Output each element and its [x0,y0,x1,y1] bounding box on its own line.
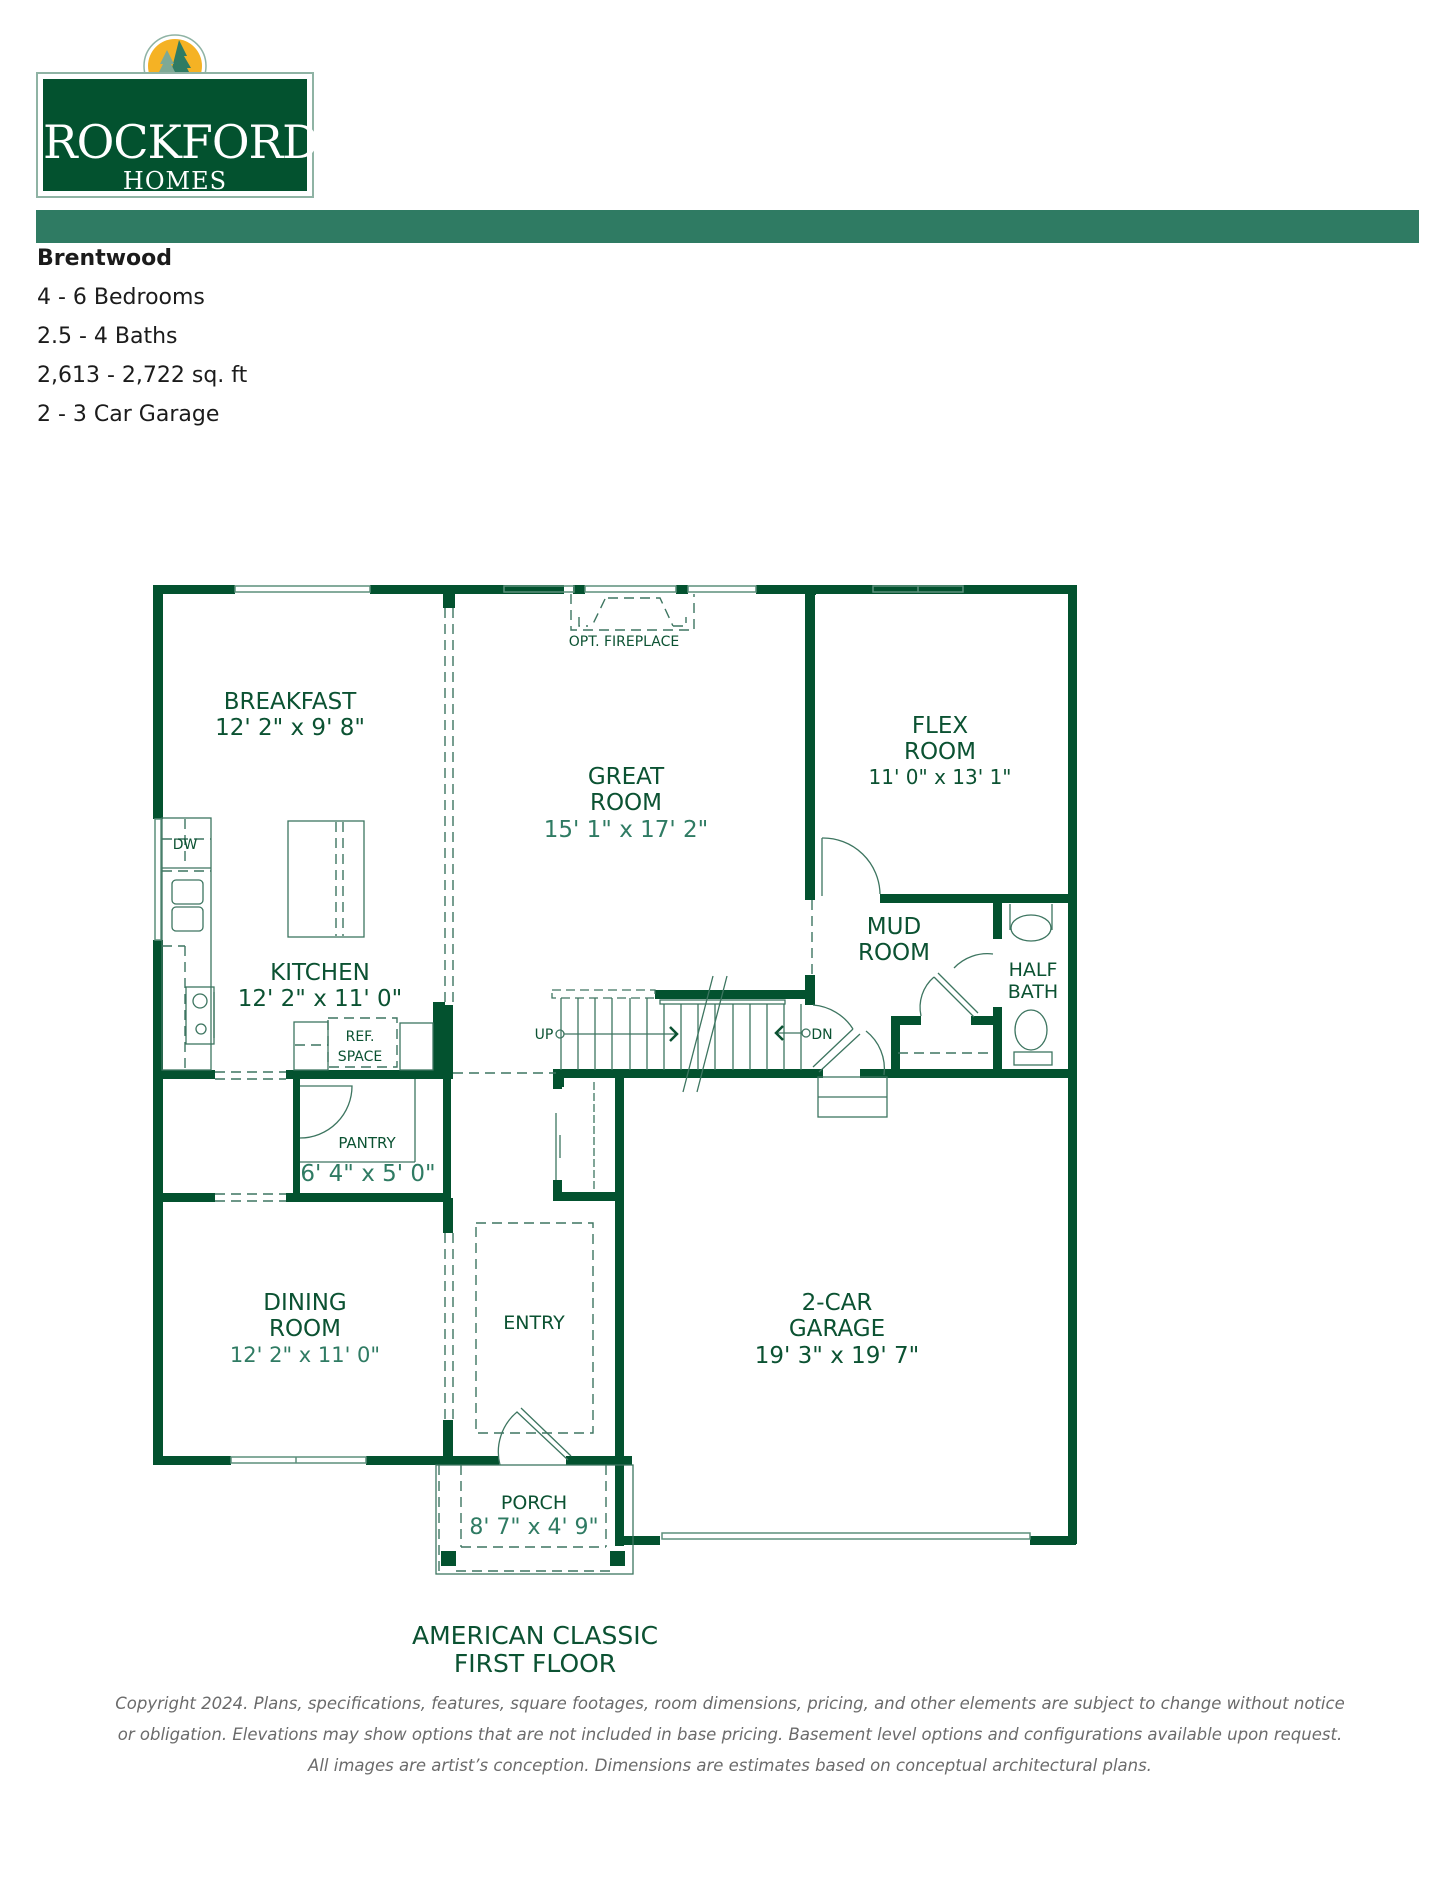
room-name: BREAKFAST [223,689,357,715]
room-dims: 15' 1" x 17' 2" [543,816,709,843]
plan-caption: AMERICAN CLASSIC FIRST FLOOR [412,1622,658,1678]
dashed-openings [162,594,991,1572]
ref-label-2: SPACE [337,1049,383,1065]
ref-label-1: REF. [345,1029,375,1045]
fixtures [161,817,1053,1575]
room-dims: 12' 2" x 11' 0" [237,986,403,1013]
room-name-2: BATH [1007,980,1059,1003]
model-name: Brentwood [37,246,173,271]
spec-list: Brentwood 4 - 6 Bedrooms 2.5 - 4 Baths 2… [37,244,247,439]
room-name-2: ROOM [268,1316,342,1343]
room-name: GREAT [587,764,665,790]
room-dims: 8' 7" x 4' 9" [469,1514,599,1540]
room-name-2: ROOM [589,790,663,817]
header-bar [36,210,1419,243]
room-half-bath: HALF BATH [1007,959,1059,1004]
pantry-label: PANTRY [338,1134,396,1152]
fireplace-label: OPT. FIREPLACE [568,634,680,650]
spec-garage: 2 - 3 Car Garage [37,402,220,427]
room-flex-room: FLEX ROOM 11' 0" x 13' 1" [868,713,1011,789]
logo-sub: HOMES [122,167,228,195]
stair-treads [560,998,802,1070]
room-name-2: GARAGE [788,1316,886,1343]
room-kitchen: KITCHEN 12' 2" x 11' 0" [238,960,402,1013]
room-breakfast: BREAKFAST 12' 2" x 9' 8" [215,689,365,742]
room-name: KITCHEN [270,960,370,986]
dishwasher-label: DW [172,837,198,853]
stairs-down-label: DN [811,1027,833,1043]
pantry-dims: 6' 4" x 5' 0" [300,1161,436,1187]
room-name-2: ROOM [903,739,977,766]
spec-sqft: 2,613 - 2,722 sq. ft [37,363,248,388]
room-dims: 12' 2" x 9' 8" [215,715,365,742]
room-entry: ENTRY [503,1312,565,1334]
logo-name: ROCKFORD [43,115,319,169]
room-dims: 19' 3" x 19' 7" [754,1342,920,1369]
ref-space-label: REF. SPACE [338,1027,382,1067]
walls [153,585,1077,1566]
copyright-disclaimer: Copyright 2024. Plans, specifications, f… [115,1694,1345,1775]
windows-doors [154,585,1031,1540]
spec-baths: 2.5 - 4 Baths [37,324,178,349]
caption-line-1: AMERICAN CLASSIC [411,1621,659,1650]
room-name: PORCH [500,1492,568,1514]
room-mud-room: MUD ROOM [858,914,930,967]
logo-box: ROCKFORD HOMES [36,72,319,198]
room-name: DINING [263,1290,347,1316]
room-name: 2-CAR [801,1290,873,1316]
caption-line-2: FIRST FLOOR [453,1649,617,1678]
room-name: HALF [1008,959,1058,981]
room-garage: 2-CAR GARAGE 19' 3" x 19' 7" [755,1290,919,1369]
room-dims: 11' 0" x 13' 1" [868,764,1012,789]
room-porch: PORCH 8' 7" x 4' 9" [469,1492,599,1540]
stairs-up-label: UP [534,1027,554,1043]
room-great-room: GREAT ROOM 15' 1" x 17' 2" [544,764,708,843]
spec-bedrooms: 4 - 6 Bedrooms [37,285,205,310]
room-name: FLEX [911,713,969,739]
room-dining-room: DINING ROOM 12' 2" x 11' 0" [230,1290,380,1367]
room-dims: 12' 2" x 11' 0" [229,1342,381,1367]
room-name: MUD [866,914,922,940]
room-name-2: ROOM [857,940,931,967]
rockford-homes-logo: ROCKFORD HOMES [36,34,319,200]
